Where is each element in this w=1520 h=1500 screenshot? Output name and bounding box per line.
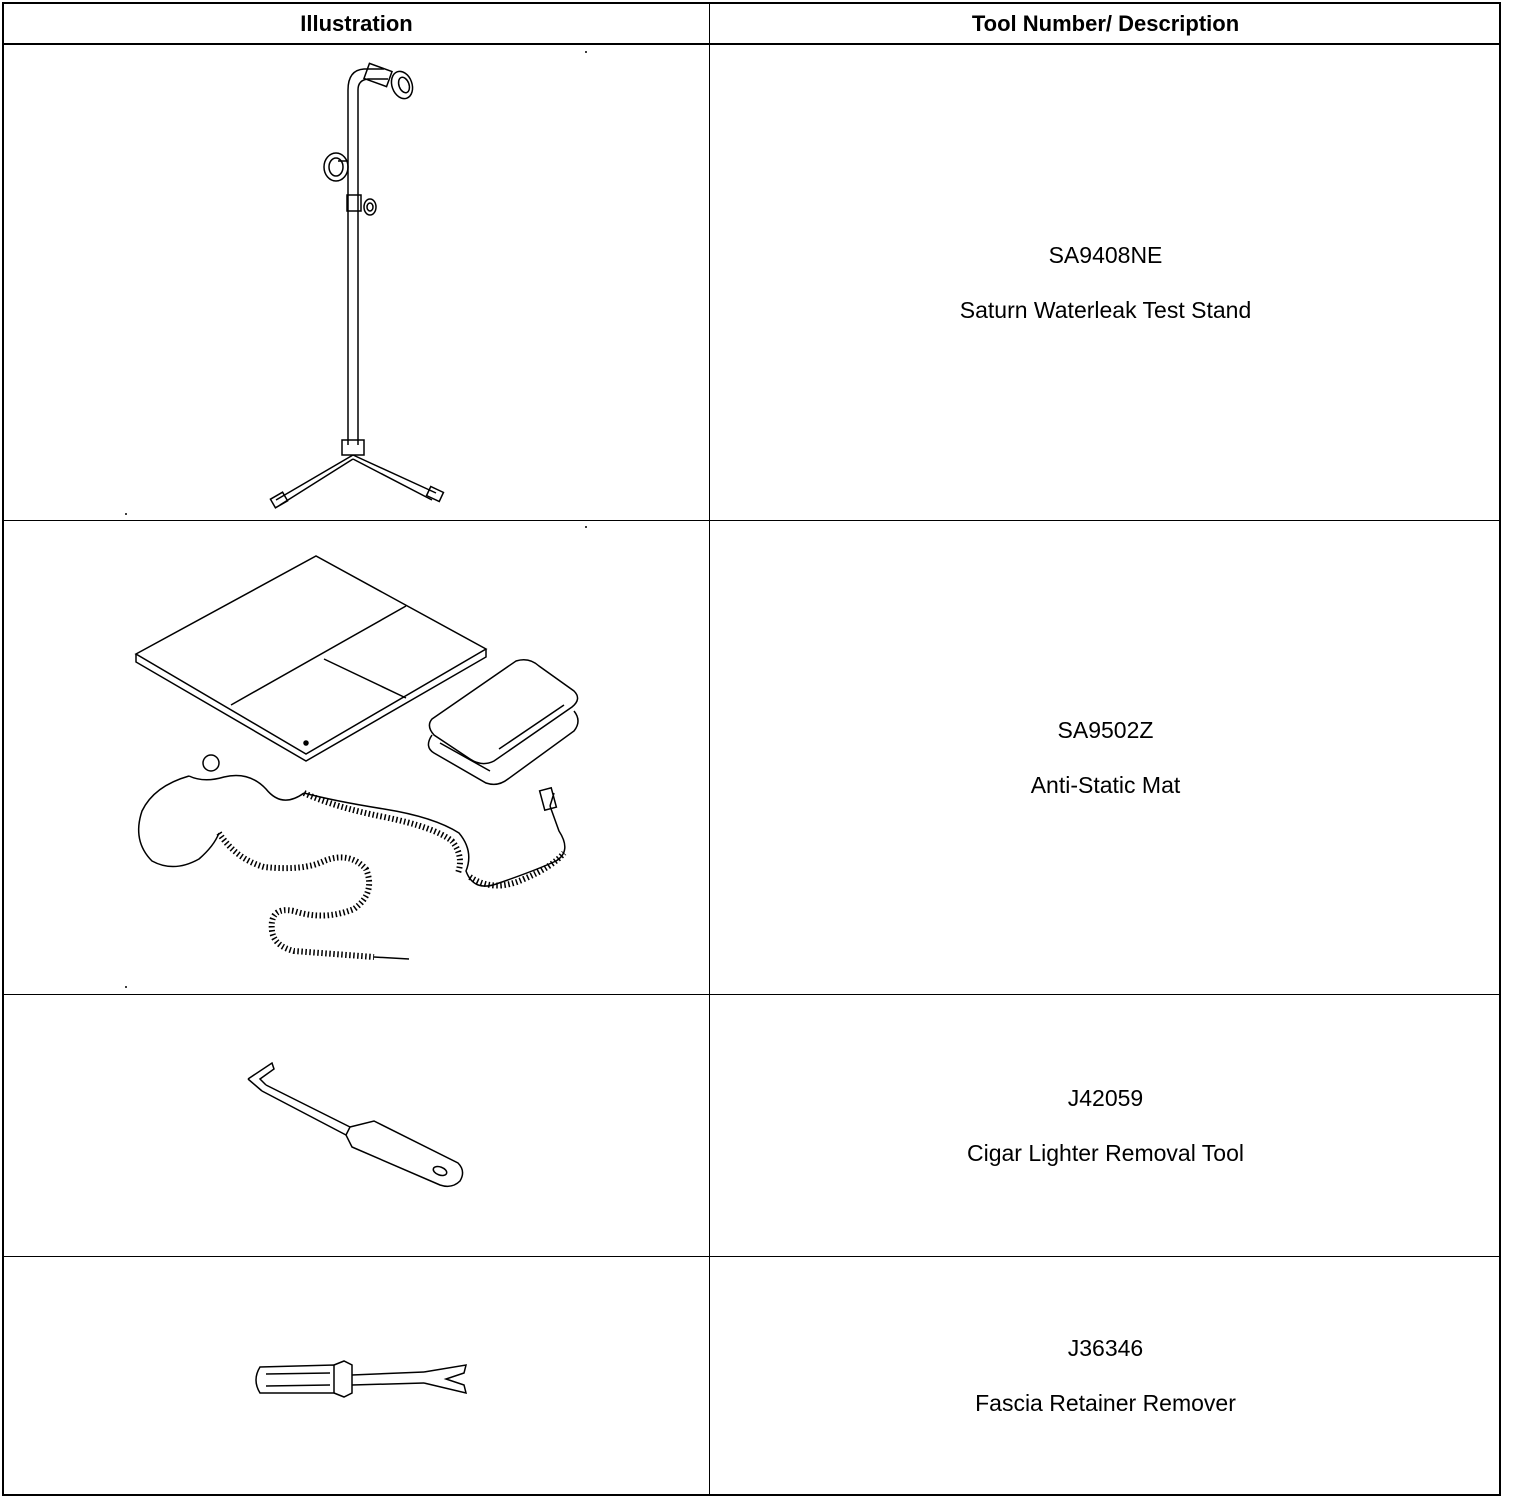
tool-number: SA9408NE — [1048, 242, 1163, 268]
description-cell: SA9502Z Anti-Static Mat — [710, 521, 1501, 994]
description-cell: SA9408NE Saturn Waterleak Test Stand — [710, 45, 1501, 520]
tool-name: Fascia Retainer Remover — [975, 1390, 1236, 1416]
illustration-cell — [4, 45, 709, 520]
table-row: J42059 Cigar Lighter Removal Tool — [4, 994, 1499, 1256]
illustration-cell — [4, 995, 709, 1256]
tool-description-header: Tool Number/ Description — [971, 10, 1240, 36]
tool-number: J42059 — [1067, 1085, 1144, 1111]
illustration-cell — [4, 521, 709, 994]
lighter-removal-tool-icon — [247, 1061, 464, 1188]
test-stand-icon — [125, 51, 587, 515]
anti-static-mat-icon — [125, 526, 587, 988]
description-cell: J42059 Cigar Lighter Removal Tool — [710, 995, 1501, 1256]
illustration-header: Illustration — [300, 10, 413, 36]
tool-number: SA9502Z — [1057, 717, 1154, 743]
table-row: SA9502Z Anti-Static Mat — [4, 520, 1499, 994]
table-header: Illustration Tool Number/ Description — [4, 4, 1499, 45]
column-divider — [709, 4, 710, 1494]
tool-name: Saturn Waterleak Test Stand — [959, 297, 1252, 323]
tool-name: Anti-Static Mat — [1030, 772, 1181, 798]
illustration-cell — [4, 1257, 709, 1494]
tool-name: Cigar Lighter Removal Tool — [967, 1140, 1244, 1166]
tool-number: J36346 — [1067, 1335, 1144, 1361]
table-row: J36346 Fascia Retainer Remover — [4, 1256, 1499, 1494]
description-cell: J36346 Fascia Retainer Remover — [710, 1257, 1501, 1494]
table-row: SA9408NE Saturn Waterleak Test Stand — [4, 45, 1499, 520]
retainer-remover-icon — [255, 1360, 468, 1398]
